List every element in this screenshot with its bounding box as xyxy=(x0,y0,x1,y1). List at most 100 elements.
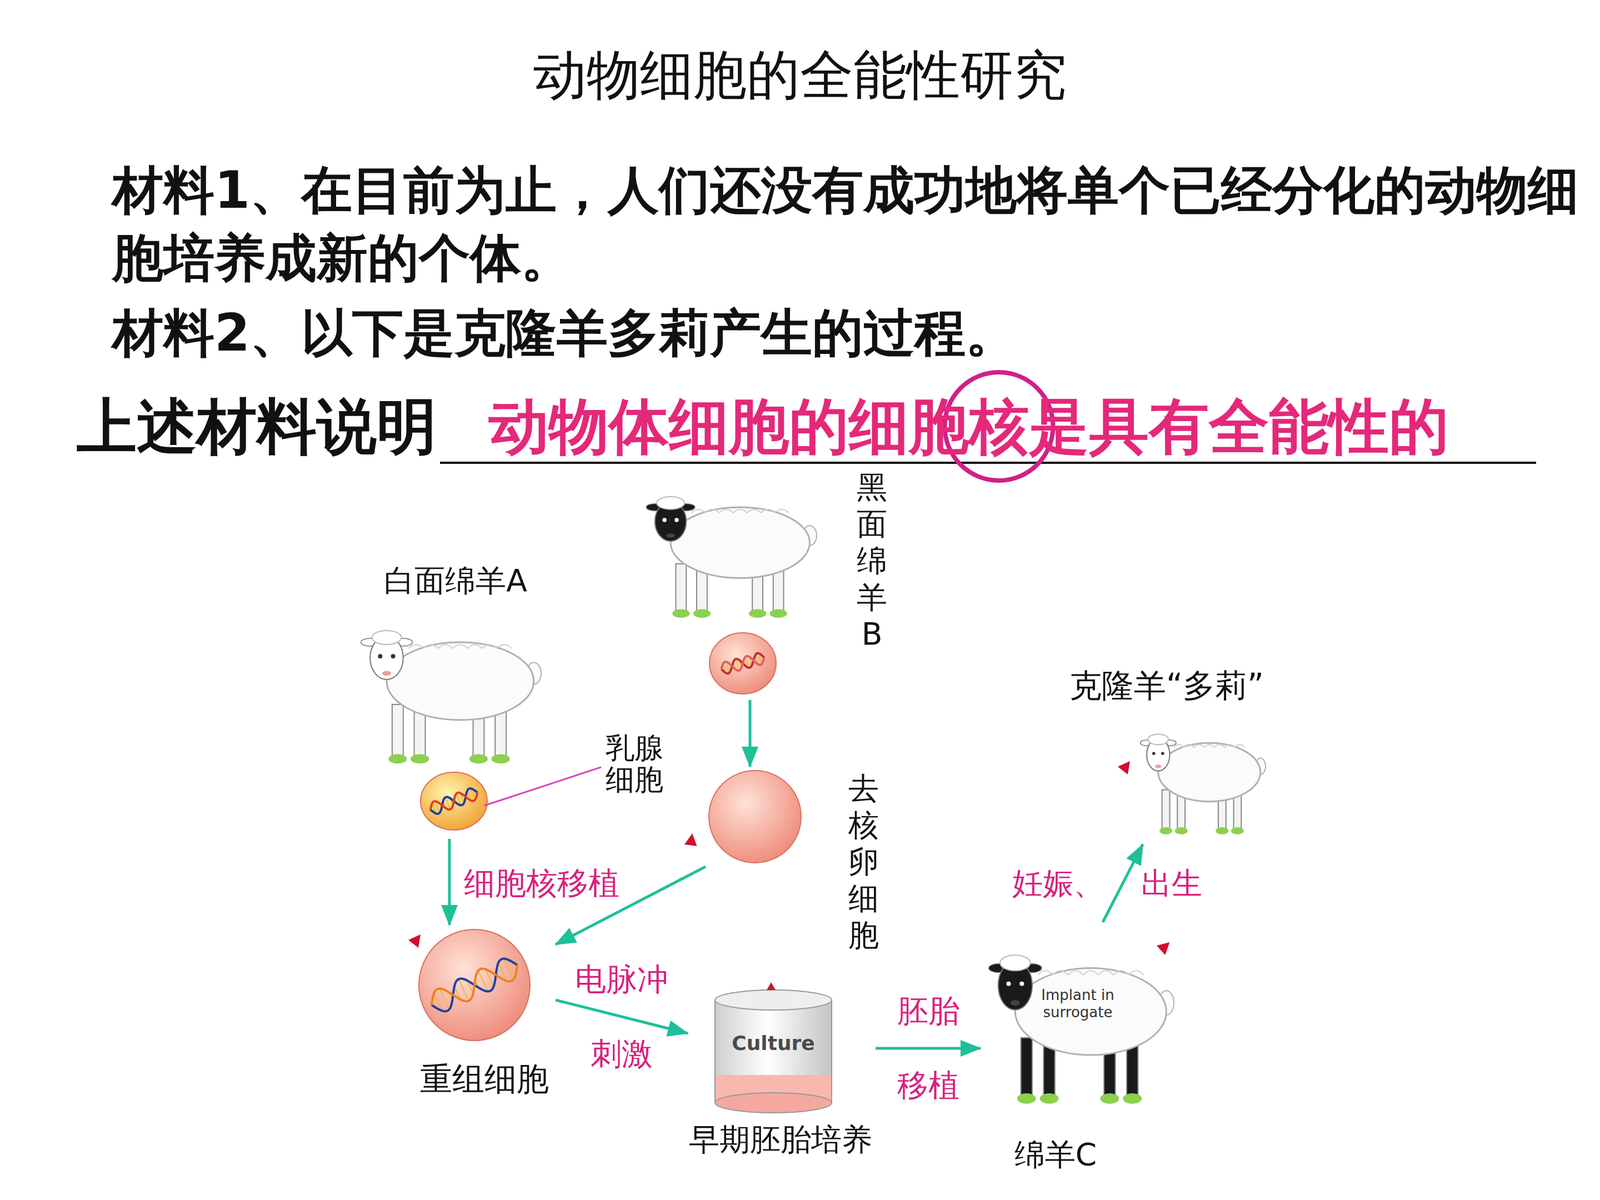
dna-strand xyxy=(428,786,480,817)
red-pointer xyxy=(408,934,421,948)
node-label: 重组细胞 xyxy=(420,1060,549,1099)
sheep-figure xyxy=(646,496,817,618)
sheep-nose xyxy=(1155,764,1162,768)
dish-wall xyxy=(715,1000,832,1103)
red-pointer xyxy=(1117,761,1130,775)
sheep-hoof xyxy=(1159,827,1173,835)
sheep-hoof xyxy=(1215,827,1229,835)
sheep-leg xyxy=(392,704,404,756)
wool-curl xyxy=(747,509,762,513)
body-text: 材料2、以下是克隆羊多莉产生的过程。 xyxy=(112,302,1017,364)
red-pointer xyxy=(1155,940,1170,955)
node-label: Culture xyxy=(731,1031,815,1055)
dna-helix xyxy=(720,651,767,675)
sheep-wool-cap xyxy=(1000,955,1030,971)
sheep-eye xyxy=(1019,981,1024,987)
sheep-hoof xyxy=(491,754,510,764)
sheep-hoof xyxy=(769,609,787,618)
wool-curl xyxy=(1113,970,1129,975)
part-label: 乳腺细胞 xyxy=(605,732,667,796)
wool-curl xyxy=(1037,970,1053,975)
sheep-eye xyxy=(1006,981,1011,987)
dna-helix xyxy=(426,953,523,1017)
vertical-label: 黑面绵羊B xyxy=(856,468,888,653)
sheep-hoof xyxy=(1122,1093,1142,1104)
sheep-hoof xyxy=(1017,1093,1037,1104)
body-text: 上述材料说明 xyxy=(76,388,437,464)
sheep-hoof xyxy=(748,609,767,618)
sheep-figure xyxy=(361,630,542,764)
wool-curl xyxy=(719,509,734,513)
process-arrow xyxy=(555,1000,688,1034)
sheep-figure xyxy=(1140,733,1266,834)
sheep-eye xyxy=(391,653,396,659)
edge-label: 妊娠、 出生 xyxy=(1012,868,1203,899)
dna-strand xyxy=(720,651,767,675)
wool-curl xyxy=(1083,970,1099,975)
wool-curl xyxy=(733,509,748,513)
wool-curl xyxy=(438,644,453,649)
sheep-body xyxy=(1158,742,1261,802)
sheep-hoof xyxy=(410,754,429,764)
edge-label: 细胞核移植 xyxy=(463,867,620,899)
wool-curl xyxy=(1193,744,1204,748)
answer-text: 动物体细胞的细胞核是具有全能性的 xyxy=(488,388,1449,464)
figure-node: Implant in surrogate 绵羊C xyxy=(980,922,1181,1178)
dish-marker xyxy=(766,982,776,990)
sheep-eye xyxy=(674,517,679,523)
node-label: Implant in surrogate xyxy=(1030,986,1125,1022)
figure-node: 克隆羊“多莉” xyxy=(1050,663,1284,845)
answer-underline xyxy=(440,461,1537,464)
node-label: 绵羊C xyxy=(1014,1136,1097,1173)
edge-label: 胚胎 移植 xyxy=(897,973,960,1124)
sheep-hoof xyxy=(1040,1093,1059,1104)
wool-curl xyxy=(1214,744,1225,748)
wool-curl xyxy=(1224,744,1235,748)
process-arrow xyxy=(748,700,752,767)
dna-helix xyxy=(428,786,480,816)
leader-line xyxy=(484,767,602,806)
cell xyxy=(709,632,777,694)
sheep-body xyxy=(1015,968,1167,1056)
wool-curl xyxy=(1204,744,1215,748)
cell xyxy=(418,929,530,1041)
wool-curl xyxy=(775,509,789,513)
figure-node: 去核卵细胞 xyxy=(705,766,895,957)
title: 动物细胞的全能性研究 xyxy=(0,43,1600,108)
wool-curl xyxy=(1128,970,1144,975)
node-label: 早期胚胎培养 xyxy=(688,1121,873,1158)
wool-curl xyxy=(1068,970,1084,975)
sheep-hoof xyxy=(672,609,690,618)
sheep-hoof xyxy=(469,754,488,764)
figure-node: 黑面绵羊B xyxy=(638,466,906,700)
wool-curl xyxy=(452,644,468,649)
wool-curl xyxy=(482,644,497,649)
wool-curl xyxy=(1183,744,1194,748)
sheep-eye xyxy=(662,517,667,523)
sheep-wool-cap xyxy=(656,496,685,510)
wool-curl xyxy=(1235,744,1245,748)
sheep-leg xyxy=(1162,790,1170,829)
wool-curl xyxy=(497,644,512,649)
process-arrow xyxy=(448,838,452,925)
dish-bottom xyxy=(715,1092,832,1113)
dna-strand xyxy=(720,651,767,675)
wool-curl xyxy=(1098,970,1114,975)
sheep-nose xyxy=(382,671,392,676)
sheep-eye xyxy=(377,653,383,659)
cell xyxy=(708,770,802,863)
node-label: 克隆羊“多莉” xyxy=(1069,666,1264,706)
wool-curl xyxy=(691,509,706,513)
sheep-figure xyxy=(988,955,1174,1104)
node-label: 白面绵羊A xyxy=(383,562,528,599)
sheep-wool-cap xyxy=(1147,733,1169,745)
red-pointer xyxy=(681,833,699,852)
sheep-body xyxy=(670,507,810,579)
wool-curl xyxy=(1052,970,1068,975)
sheep-body xyxy=(386,642,534,720)
culture-dish xyxy=(715,982,832,1113)
dna-strand xyxy=(428,786,480,817)
vertical-label: 去核卵细胞 xyxy=(848,770,879,954)
sheep-hoof xyxy=(388,754,407,764)
